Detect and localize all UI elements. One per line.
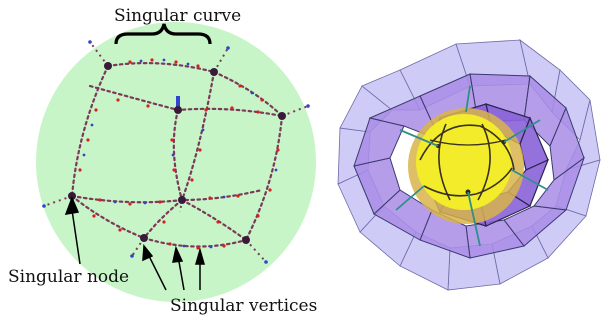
label-singular-vertices: Singular vertices — [170, 296, 317, 316]
curve-center-lower — [142, 198, 184, 240]
curve-center-lower-2 — [180, 198, 248, 242]
singular-nodes — [68, 62, 286, 244]
curve-mid-vertical-1 — [172, 108, 184, 202]
curve-left — [70, 64, 110, 198]
node — [174, 106, 182, 114]
curly-brace — [114, 23, 212, 45]
sphere — [408, 108, 524, 224]
left-panel: Singular curve Singular node Singular ve… — [8, 6, 317, 316]
singular-vertex-dots — [42, 40, 310, 264]
label-arrows — [64, 195, 205, 291]
curve-mid-vertical-2 — [180, 70, 216, 202]
node — [278, 112, 286, 120]
node — [242, 236, 250, 244]
right-panel — [337, 39, 601, 291]
teal-edges — [395, 85, 549, 247]
curve-top — [106, 61, 216, 74]
label-singular-curve: Singular curve — [114, 6, 241, 26]
singular-curves — [70, 61, 284, 248]
curve-bottom — [142, 236, 248, 248]
node — [68, 192, 76, 200]
node — [140, 234, 148, 242]
node — [104, 62, 112, 70]
node — [210, 68, 218, 76]
label-singular-node: Singular node — [8, 267, 129, 287]
curve-right — [244, 114, 284, 242]
node — [178, 196, 186, 204]
green-disk — [36, 22, 316, 302]
curve-left-lower — [70, 194, 146, 240]
